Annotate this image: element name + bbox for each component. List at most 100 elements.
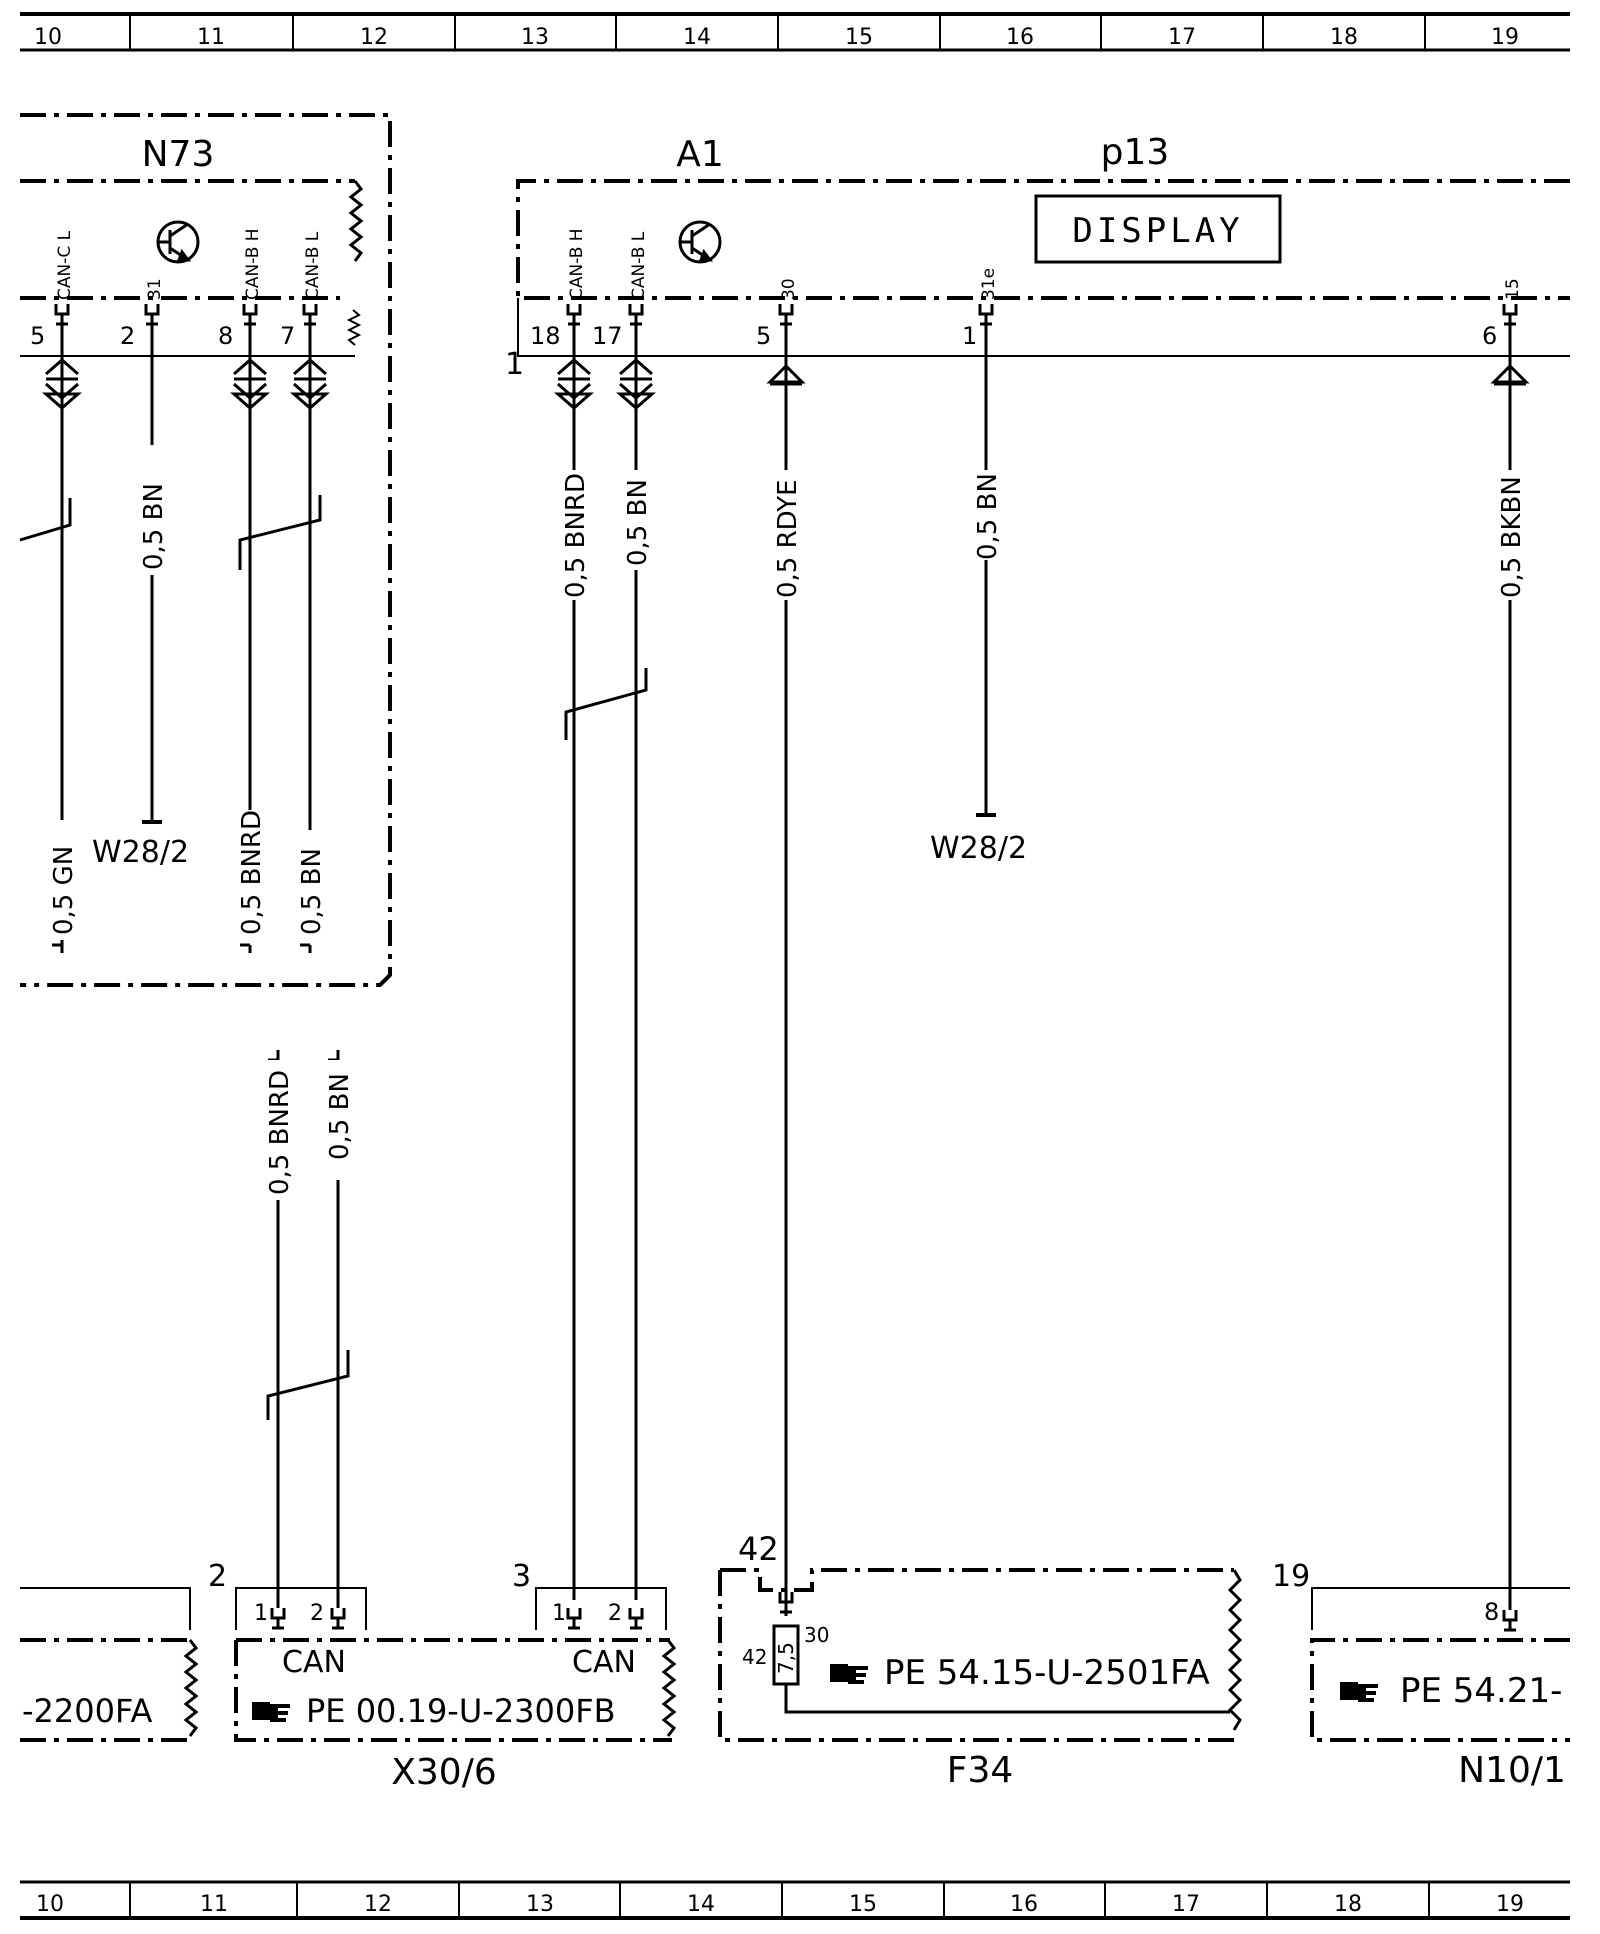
n73-break-wave-small: [346, 309, 362, 346]
ruler-num: 14: [687, 1892, 715, 1917]
ruler-num: 19: [1491, 25, 1519, 50]
a1-sub-label: p13: [1101, 132, 1170, 173]
pointing-hand-icon: [252, 1702, 290, 1722]
n73-break-wave: [348, 180, 364, 262]
can-label: CAN: [282, 1645, 346, 1680]
pin-label: CAN-C L: [55, 230, 75, 300]
ruler-num: 19: [1496, 1892, 1524, 1917]
ruler-num: 12: [364, 1892, 392, 1917]
pin-label: 15: [1503, 278, 1523, 300]
x30-6-box: [20, 1638, 672, 1742]
ruler-num: 13: [526, 1892, 554, 1917]
f34-pin: [772, 1592, 1230, 1714]
ref-text: PE 00.19-U-2300FB: [306, 1692, 616, 1730]
ruler-num: 17: [1172, 1892, 1200, 1917]
ruler-num: 18: [1330, 25, 1358, 50]
ref-text: PE 54.21-: [1400, 1671, 1562, 1711]
wire-label: 0,5 BN: [623, 479, 653, 566]
pin-label: 31e: [979, 268, 999, 300]
ref-text: -2200FA: [22, 1692, 152, 1730]
top-ruler: 10 11 12 13 14 15 16 17 18 19: [20, 12, 1570, 52]
f34-wave: [1227, 1569, 1243, 1731]
a1-connector-num: 1: [505, 347, 524, 382]
ruler-num: 11: [200, 1892, 228, 1917]
pin-label: 30: [779, 278, 799, 300]
ruler-num: 15: [845, 25, 873, 50]
pin-number: 6: [1482, 322, 1497, 350]
bottom-ruler: 10 11 12 13 14 15 16 17 18 19: [20, 1880, 1570, 1920]
wire-label: 0,5 BNRD: [237, 810, 267, 935]
pin-label: CAN-B L: [629, 231, 649, 300]
ground-label: W28/2: [930, 831, 1027, 866]
f34-label: F34: [947, 1750, 1014, 1791]
pin-number: 2: [608, 1601, 622, 1626]
n10-bracket: [1311, 1587, 1570, 1630]
fuse-rating: 7,5: [774, 1642, 798, 1674]
a1-pin-line: [517, 298, 1570, 357]
ruler-num: 15: [849, 1892, 877, 1917]
wire-label: 0,5 BN: [973, 473, 1003, 560]
x30-wave-right: [661, 1639, 677, 1737]
connector-num: 3: [512, 1559, 531, 1594]
connector-icon: [554, 358, 1530, 410]
wire-label: 0,5 BN: [325, 1073, 355, 1160]
pin-number: 42: [742, 1645, 767, 1669]
pin-number: 8: [218, 322, 233, 350]
wire-label: 0,5 RDYE: [773, 479, 803, 598]
ground-label: W28/2: [92, 835, 189, 870]
pin-number: 1: [962, 322, 977, 350]
pin-label: CAN-B H: [243, 228, 263, 300]
pin-number: 5: [756, 322, 771, 350]
n73-pins: CAN-C L 31 CAN-B H CAN-B L 5 2 8 7: [30, 228, 323, 350]
display-text: DISPLAY: [1072, 211, 1243, 251]
ruler-num: 11: [197, 25, 225, 50]
pin-number: 30: [804, 1623, 829, 1647]
a1-box: [516, 179, 1570, 300]
pin-number: 8: [1484, 1598, 1499, 1626]
ruler-num: 14: [683, 25, 711, 50]
pin-number: 2: [120, 322, 135, 350]
n73-label: N73: [142, 134, 215, 175]
wire-label: 0,5 BNRD: [561, 473, 591, 598]
wire-label: 0,5 GN: [49, 846, 79, 935]
ruler-num: 10: [34, 25, 62, 50]
ruler-num: 16: [1010, 1892, 1038, 1917]
wire-label: 0,5 BKBN: [1497, 476, 1527, 598]
n10-pin: [1502, 1610, 1518, 1632]
pin-number: 1: [552, 1601, 566, 1626]
pointing-hand-icon: [1340, 1682, 1378, 1702]
transistor-icon: [156, 220, 200, 264]
pin-number: 1: [254, 1601, 268, 1626]
pin-number: 7: [280, 322, 295, 350]
white-gap: [52, 450, 320, 940]
pin-label: CAN-B H: [567, 228, 587, 300]
white-gap: [564, 470, 1520, 600]
wire-label: 0,5 BN: [139, 483, 169, 570]
wire-label: 0,5 BNRD: [265, 1070, 295, 1195]
pin-label: 31: [145, 278, 165, 300]
white-gap: [268, 1060, 348, 1200]
ruler-num: 17: [1168, 25, 1196, 50]
pin-number: 18: [530, 322, 561, 350]
connector-num: 2: [208, 1559, 227, 1594]
n73-outer-box: [20, 113, 392, 987]
ruler-num: 18: [1334, 1892, 1362, 1917]
wire-end-icon: [52, 943, 312, 953]
x30-pins: [270, 1608, 644, 1630]
a1-wires: [564, 330, 1512, 1610]
pointing-hand-icon: [830, 1664, 868, 1684]
pin-number: 17: [592, 322, 623, 350]
can-label: CAN: [572, 1645, 636, 1680]
ruler-num: 10: [36, 1892, 64, 1917]
transistor-icon: [678, 220, 722, 264]
a1-pins: CAN-B H CAN-B L 30 31e 15 18 17 5 1 6: [530, 228, 1523, 350]
connector-num: 19: [1272, 1559, 1310, 1594]
pin-number: 5: [30, 322, 45, 350]
pin-number: 2: [310, 1601, 324, 1626]
pin-label: CAN-B L: [303, 231, 323, 300]
display-box: DISPLAY: [1034, 194, 1282, 264]
a1-label: A1: [676, 134, 724, 175]
x30-6-label: X30/6: [391, 1752, 497, 1793]
pin-number: 42: [738, 1530, 779, 1568]
